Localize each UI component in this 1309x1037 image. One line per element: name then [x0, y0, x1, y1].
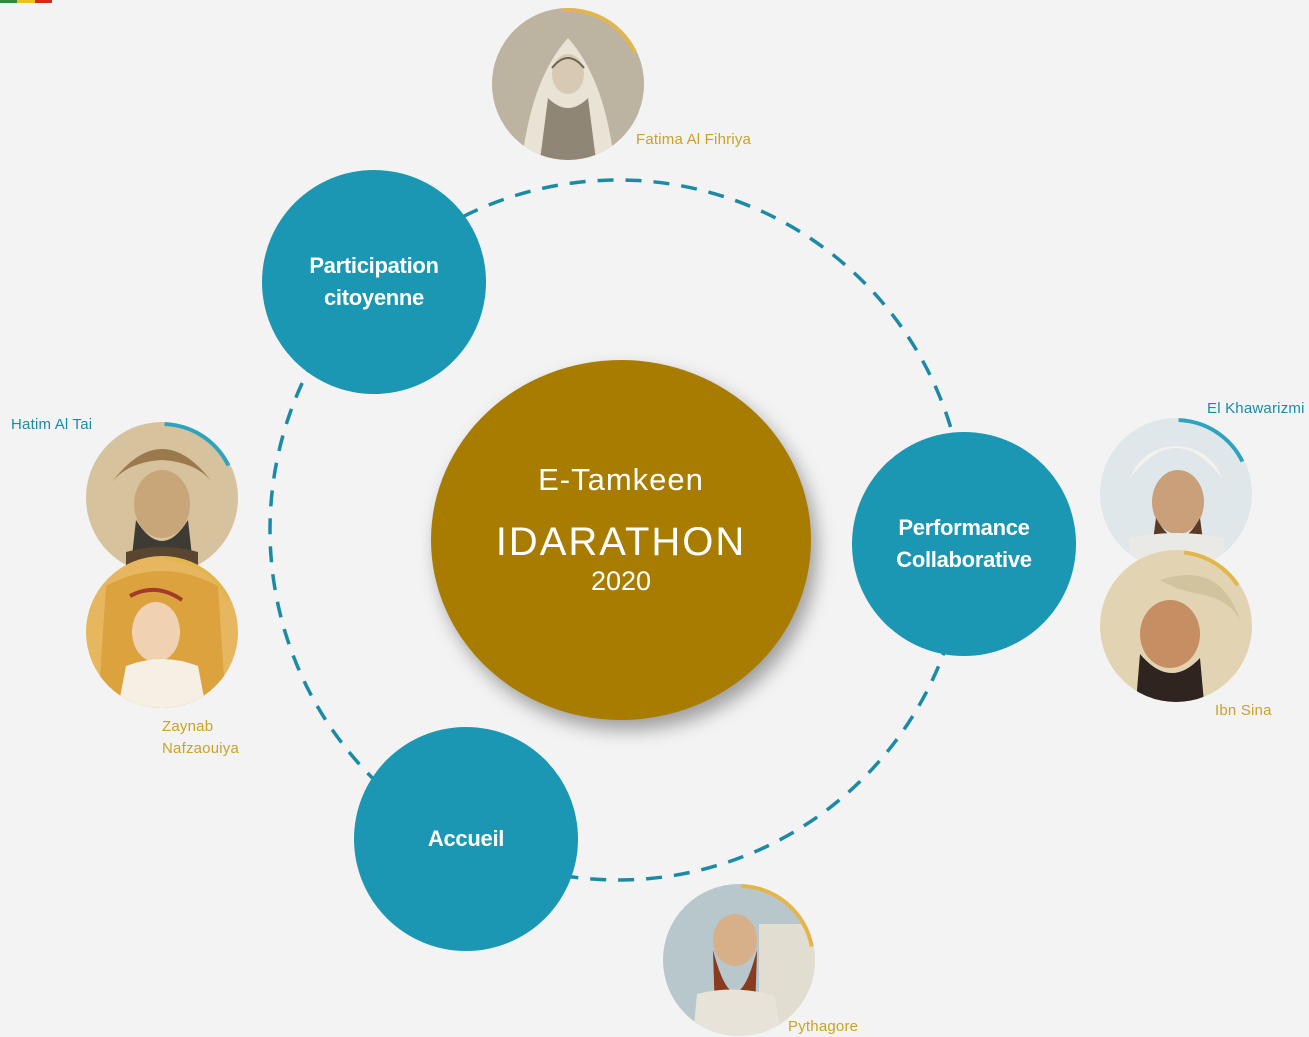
- portrait-ibnsina-image: [1100, 550, 1252, 702]
- stripe-green: [0, 0, 18, 3]
- portrait-pythagore-image: [663, 884, 815, 1036]
- flag-stripe: [0, 0, 52, 3]
- node-accueil-line1: Accueil: [427, 826, 505, 851]
- portrait-fatima-al-fihriya: [492, 8, 644, 160]
- caption-zaynab-line2: Nafzaouiya: [162, 740, 240, 757]
- portrait-hatim-image: [86, 422, 238, 574]
- node-participation-citoyenne[interactable]: Participation citoyenne: [262, 170, 486, 394]
- caption-zaynab: Zaynab Nafzaouiya: [162, 716, 239, 760]
- hub-year: 2020: [590, 566, 652, 596]
- portrait-zaynab-nafzaouiya: [86, 556, 238, 708]
- node-performance-collaborative[interactable]: Performance Collaborative: [852, 432, 1076, 656]
- stripe-yellow: [17, 0, 35, 3]
- caption-hatim: Hatim Al Tai: [11, 416, 93, 433]
- portrait-zaynab-image: [86, 556, 238, 708]
- portrait-fatima-image: [492, 8, 644, 160]
- stripe-red: [34, 0, 52, 3]
- caption-pythagore: Pythagore: [788, 1018, 859, 1035]
- caption-khawarizmi: El Khawarizmi: [1207, 400, 1305, 417]
- hub-subtitle: E-Tamkeen: [538, 462, 704, 497]
- caption-ibnsina: Ibn Sina: [1215, 702, 1272, 719]
- portrait-khawarizmi-image: [1100, 418, 1252, 570]
- hub-title: IDARATHON: [495, 520, 747, 564]
- caption-zaynab-line1: Zaynab: [162, 718, 214, 735]
- node-accueil[interactable]: Accueil: [354, 727, 578, 951]
- node-participation-line2: citoyenne: [323, 285, 424, 310]
- node-performance-line2: Collaborative: [896, 547, 1032, 572]
- portrait-el-khawarizmi: [1100, 418, 1252, 570]
- caption-fatima: Fatima Al Fihriya: [636, 131, 752, 148]
- portrait-pythagore: [663, 884, 815, 1036]
- node-performance-line1: Performance: [898, 515, 1030, 540]
- portrait-ibn-sina: [1100, 550, 1252, 702]
- portrait-hatim-al-tai: [86, 422, 238, 574]
- central-hub: E-Tamkeen IDARATHON 2020: [431, 360, 811, 720]
- node-participation-line1: Participation: [309, 253, 439, 278]
